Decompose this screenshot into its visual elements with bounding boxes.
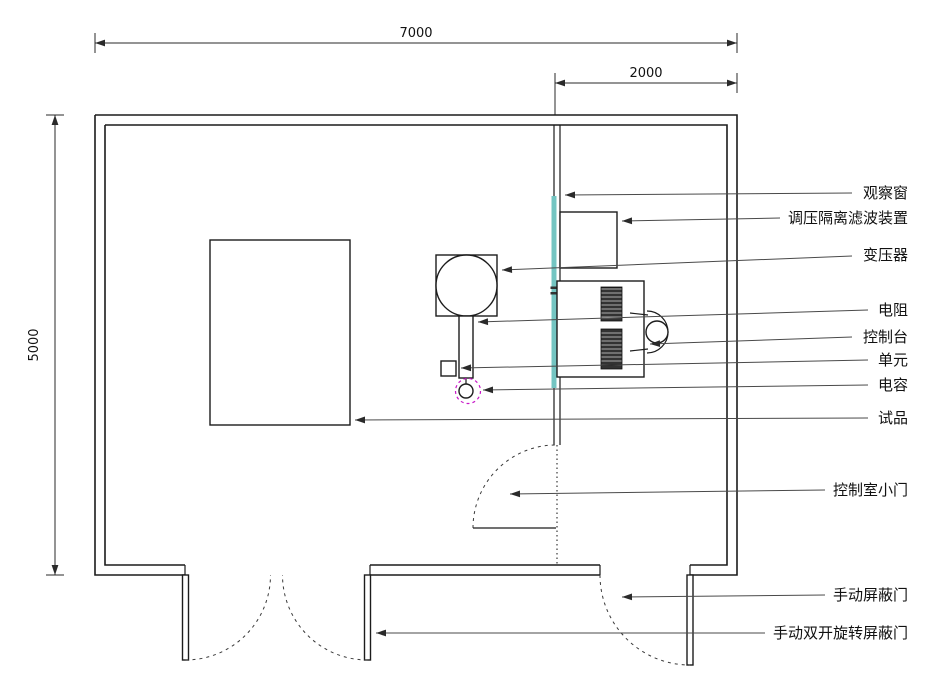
room-outer-wall <box>94 114 738 576</box>
transformer <box>435 254 498 317</box>
door-opening-jambs <box>184 565 691 575</box>
resistor-rect <box>458 315 474 379</box>
label-capacitor: 电容 <box>878 376 908 394</box>
operator-head <box>645 320 669 344</box>
test-specimen-rect <box>209 239 351 426</box>
label-transformer: 变压器 <box>863 246 908 264</box>
operator-arms <box>629 312 649 352</box>
leader-observation-window <box>564 191 853 199</box>
console-panel-bottom <box>600 328 623 370</box>
leader-control-room-small-door <box>509 489 826 498</box>
label-unit: 单元 <box>878 351 908 369</box>
left-door-leaf <box>181 574 190 661</box>
leader-control-console <box>649 336 853 348</box>
observation-window-marks <box>550 286 558 295</box>
dimension-value-7000: 7000 <box>399 26 432 41</box>
capacitor-circle <box>458 383 474 399</box>
left-door-swing-arc <box>185 574 271 661</box>
manual-shielded-door <box>599 574 694 666</box>
voltage-regulator-filter-box <box>559 211 618 269</box>
console-panel-top <box>600 286 623 322</box>
label-test-specimen: 试品 <box>878 409 908 427</box>
right-door-leaf <box>363 574 372 661</box>
label-voltage-regulator-filter: 调压隔离滤波装置 <box>788 209 908 227</box>
transformer-circle <box>435 254 498 317</box>
console-desk <box>556 280 645 378</box>
leader-voltage-regulator-filter <box>621 217 781 225</box>
label-control-room-small-door: 控制室小门 <box>833 481 908 499</box>
leader-manual-shielded-door <box>621 593 826 601</box>
right-door-swing-arc <box>282 574 368 661</box>
operator-figure <box>629 310 669 354</box>
dimension-overall-width: 7000 <box>94 26 738 53</box>
capacitor-highlight-circle <box>454 377 482 405</box>
control-console <box>556 280 645 378</box>
door-leaf <box>686 574 694 666</box>
door-swing-arc <box>472 444 557 529</box>
label-manual-double-swing-shielded-door: 手动双开旋转屏蔽门 <box>773 624 908 642</box>
label-resistor: 电阻 <box>878 301 908 319</box>
label-control-console: 控制台 <box>863 328 908 346</box>
leader-capacitor <box>482 384 869 394</box>
leader-lines <box>354 191 869 637</box>
dimension-overall-depth: 5000 <box>27 114 64 576</box>
door-swing-arc <box>599 574 691 666</box>
unit-square <box>440 360 457 377</box>
leader-resistor <box>477 309 869 326</box>
dimension-value-5000: 5000 <box>27 328 42 361</box>
label-observation-window: 观察窗 <box>863 184 908 202</box>
leader-unit <box>460 359 869 372</box>
label-manual-shielded-door: 手动屏蔽门 <box>833 586 908 604</box>
dimension-control-room-width: 2000 <box>554 66 738 115</box>
labels: 观察窗 调压隔离滤波装置 变压器 电阻 控制台 单元 电容 试品 控制室小门 手… <box>773 184 908 642</box>
manual-double-swing-shielded-door <box>181 574 372 661</box>
leader-transformer <box>501 255 853 273</box>
control-room-small-door <box>472 444 557 529</box>
leader-test-specimen <box>354 416 869 424</box>
room-inner-wall <box>104 124 728 566</box>
dimension-value-2000: 2000 <box>629 66 662 81</box>
